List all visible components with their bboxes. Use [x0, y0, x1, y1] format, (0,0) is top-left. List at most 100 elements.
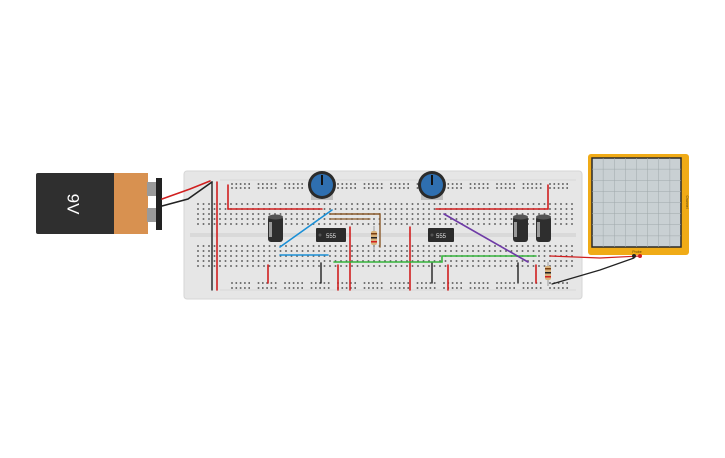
breadboard-hole[interactable]: [337, 187, 339, 189]
breadboard-hole[interactable]: [543, 260, 546, 262]
breadboard-hole[interactable]: [474, 287, 476, 289]
breadboard-hole[interactable]: [252, 213, 254, 215]
breadboard-hole[interactable]: [354, 287, 356, 289]
breadboard-hole[interactable]: [288, 287, 291, 289]
oscilloscope-probe-positive[interactable]: [638, 254, 642, 258]
breadboard-hole[interactable]: [263, 260, 265, 262]
breadboard-hole[interactable]: [562, 187, 564, 189]
breadboard-hole[interactable]: [340, 260, 342, 262]
breadboard-hole[interactable]: [257, 218, 260, 220]
breadboard-hole[interactable]: [268, 250, 271, 252]
breadboard-hole[interactable]: [488, 203, 491, 205]
breadboard-hole[interactable]: [341, 183, 344, 185]
breadboard-hole[interactable]: [367, 245, 370, 247]
breadboard-hole[interactable]: [384, 213, 386, 215]
breadboard-hole[interactable]: [513, 282, 515, 284]
breadboard-hole[interactable]: [400, 245, 403, 247]
breadboard-hole[interactable]: [406, 265, 408, 267]
breadboard-hole[interactable]: [510, 260, 513, 262]
breadboard-hole[interactable]: [257, 260, 260, 262]
breadboard-hole[interactable]: [505, 203, 507, 205]
breadboard-hole[interactable]: [345, 223, 348, 225]
breadboard-hole[interactable]: [373, 250, 375, 252]
breadboard-hole[interactable]: [455, 250, 458, 252]
breadboard-hole[interactable]: [422, 265, 425, 267]
breadboard-hole[interactable]: [416, 183, 419, 185]
breadboard-hole[interactable]: [565, 250, 568, 252]
breadboard-hole[interactable]: [549, 213, 551, 215]
breadboard-hole[interactable]: [257, 265, 260, 267]
breadboard-hole[interactable]: [439, 218, 441, 220]
breadboard-hole[interactable]: [345, 208, 348, 210]
breadboard-hole[interactable]: [499, 213, 502, 215]
breadboard-hole[interactable]: [224, 250, 227, 252]
breadboard-hole[interactable]: [428, 213, 430, 215]
wire-purple-diagonal[interactable]: [443, 213, 529, 263]
breadboard-hole[interactable]: [257, 203, 260, 205]
breadboard-hole[interactable]: [549, 203, 551, 205]
breadboard-hole[interactable]: [566, 183, 568, 185]
breadboard-hole[interactable]: [456, 187, 458, 189]
breadboard-hole[interactable]: [455, 260, 458, 262]
breadboard-hole[interactable]: [307, 255, 309, 257]
breadboard-hole[interactable]: [246, 213, 249, 215]
breadboard-hole[interactable]: [422, 203, 425, 205]
breadboard-hole[interactable]: [290, 223, 293, 225]
breadboard-hole[interactable]: [356, 265, 359, 267]
breadboard-hole[interactable]: [433, 282, 436, 284]
breadboard-hole[interactable]: [367, 250, 370, 252]
breadboard-hole[interactable]: [450, 265, 452, 267]
breadboard-hole[interactable]: [235, 255, 238, 257]
breadboard-hole[interactable]: [538, 265, 540, 267]
breadboard-hole[interactable]: [263, 213, 265, 215]
breadboard-hole[interactable]: [252, 255, 254, 257]
breadboard-hole[interactable]: [246, 255, 249, 257]
breadboard-hole[interactable]: [378, 250, 381, 252]
breadboard-hole[interactable]: [307, 260, 309, 262]
breadboard-hole[interactable]: [494, 223, 496, 225]
breadboard-hole[interactable]: [285, 203, 287, 205]
breadboard-hole[interactable]: [496, 282, 498, 284]
breadboard-hole[interactable]: [486, 287, 489, 289]
breadboard-hole[interactable]: [323, 245, 326, 247]
breadboard-hole[interactable]: [248, 287, 250, 289]
breadboard-hole[interactable]: [450, 223, 452, 225]
breadboard-hole[interactable]: [301, 282, 303, 284]
breadboard-hole[interactable]: [527, 203, 529, 205]
breadboard-hole[interactable]: [429, 282, 432, 284]
breadboard-hole[interactable]: [301, 260, 304, 262]
breadboard-hole[interactable]: [439, 245, 441, 247]
breadboard-hole[interactable]: [535, 287, 538, 289]
breadboard-hole[interactable]: [532, 218, 535, 220]
breadboard-hole[interactable]: [531, 187, 533, 189]
breadboard-hole[interactable]: [378, 203, 381, 205]
breadboard-hole[interactable]: [483, 265, 485, 267]
breadboard-hole[interactable]: [230, 250, 232, 252]
breadboard-hole[interactable]: [257, 213, 260, 215]
breadboard-hole[interactable]: [329, 260, 331, 262]
breadboard-hole[interactable]: [439, 260, 441, 262]
breadboard-hole[interactable]: [367, 255, 370, 257]
breadboard-hole[interactable]: [248, 282, 250, 284]
breadboard-hole[interactable]: [425, 282, 427, 284]
breadboard-hole[interactable]: [416, 282, 419, 284]
breadboard-hole[interactable]: [477, 218, 480, 220]
breadboard-hole[interactable]: [274, 282, 277, 284]
breadboard-hole[interactable]: [510, 245, 513, 247]
breadboard-hole[interactable]: [444, 245, 447, 247]
breadboard-hole[interactable]: [362, 265, 364, 267]
breadboard-hole[interactable]: [543, 255, 546, 257]
breadboard-hole[interactable]: [411, 213, 414, 215]
breadboard-hole[interactable]: [417, 250, 419, 252]
breadboard-hole[interactable]: [208, 250, 210, 252]
breadboard-hole[interactable]: [482, 287, 485, 289]
breadboard-hole[interactable]: [345, 255, 348, 257]
breadboard-hole[interactable]: [301, 187, 303, 189]
breadboard-hole[interactable]: [363, 282, 366, 284]
breadboard-hole[interactable]: [521, 203, 524, 205]
breadboard-hole[interactable]: [571, 245, 573, 247]
breadboard-hole[interactable]: [444, 250, 447, 252]
breadboard-hole[interactable]: [422, 250, 425, 252]
wire-blue-diagonal[interactable]: [279, 209, 333, 248]
breadboard-hole[interactable]: [380, 183, 383, 185]
